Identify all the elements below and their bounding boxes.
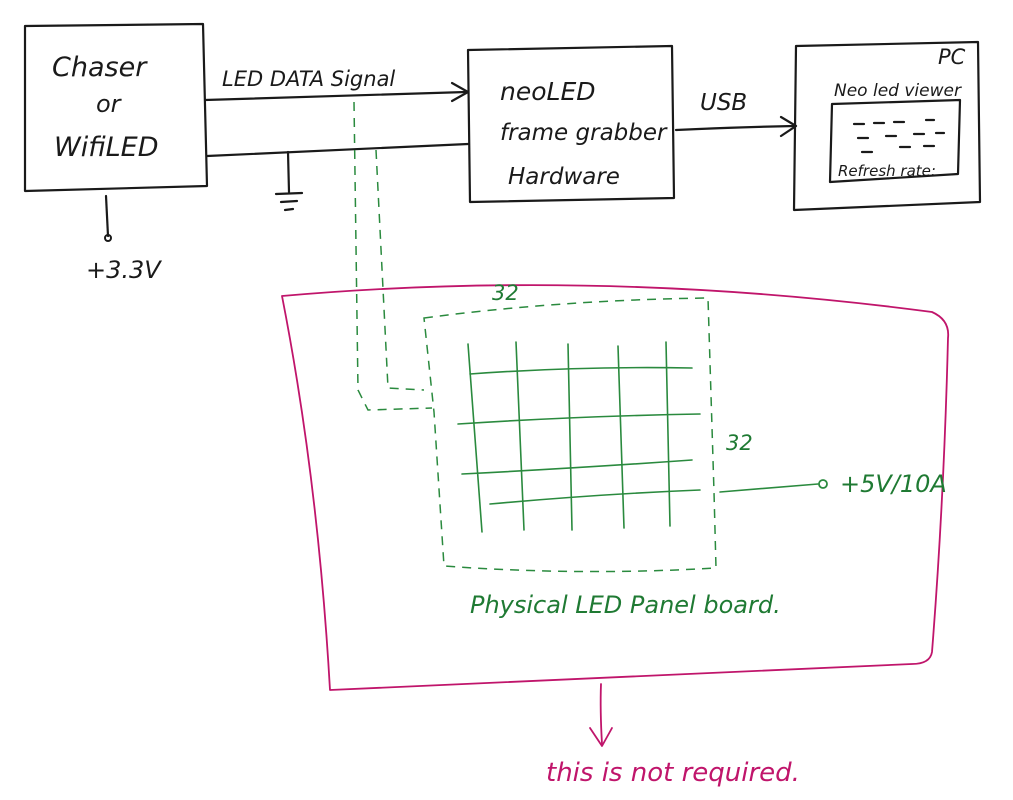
viewer-window <box>828 98 962 184</box>
led-data-connection: LED DATA Signal <box>203 67 470 212</box>
signal-route-inner <box>375 149 425 391</box>
panel-height-label: 32 <box>726 431 753 455</box>
neoled-block: neoLED frame grabber Hardware <box>466 44 676 204</box>
chaser-label: Chaser <box>52 52 148 83</box>
led-panel-outline <box>423 297 717 573</box>
supply-33-terminal <box>104 234 112 242</box>
chaser-box <box>23 22 209 193</box>
grid-row-2 <box>457 413 701 425</box>
grid-col-5 <box>665 341 671 527</box>
grid-col-1 <box>467 343 483 533</box>
usb-connection: USB <box>674 90 798 138</box>
wifiled-label: WifiLED <box>54 132 159 163</box>
optional-region: this is not required. <box>281 284 950 788</box>
ground-bar-3 <box>283 207 295 212</box>
hardware-label: Hardware <box>508 164 620 190</box>
ground-stem <box>286 150 291 194</box>
neoled-box <box>466 44 676 204</box>
grid-col-3 <box>567 343 573 531</box>
usb-wire <box>674 124 796 132</box>
chaser-block: Chaser or WifiLED +3.3V <box>23 22 209 284</box>
panel-width-label: 32 <box>492 281 519 305</box>
led-data-label: LED DATA Signal <box>222 67 395 91</box>
led-grid <box>457 341 701 533</box>
usb-label: USB <box>700 90 747 116</box>
supply-5-wire <box>719 483 819 493</box>
grid-col-2 <box>515 341 525 531</box>
note-arrow-line <box>599 683 603 745</box>
chaser-or-label: or <box>96 90 123 118</box>
signal-route <box>353 101 433 411</box>
led-data-wire <box>203 90 468 102</box>
viewer-title: Neo led viewer <box>834 81 962 101</box>
neoled-label: neoLED <box>500 77 596 106</box>
signal-route-outer <box>353 101 433 411</box>
ground-wire <box>205 142 470 158</box>
panel-caption: Physical LED Panel board. <box>470 591 781 619</box>
led-panel: 32 32 +5V/10A Physical LED Panel board. <box>423 281 947 619</box>
pc-block: PC Neo led viewer Refresh rate: <box>792 40 982 212</box>
supply-33-label: +3.3V <box>86 256 162 284</box>
viewer-led-dots <box>852 118 946 154</box>
supply-33-wire <box>104 194 110 238</box>
pc-box <box>792 40 982 212</box>
grid-row-1 <box>469 366 693 375</box>
optional-region-outline <box>281 284 950 691</box>
not-required-note: this is not required. <box>546 758 800 788</box>
pc-label: PC <box>938 45 966 69</box>
supply-5-terminal <box>818 479 828 489</box>
grid-row-4 <box>489 489 701 505</box>
ground-bar-1 <box>274 191 304 196</box>
supply-5-label: +5V/10A <box>840 470 947 498</box>
ground-bar-2 <box>279 199 299 204</box>
note-arrowhead <box>589 727 613 747</box>
refresh-rate-label: Refresh rate: <box>838 162 936 180</box>
frame-grabber-label: frame grabber <box>500 120 668 146</box>
grid-col-4 <box>617 345 625 529</box>
grid-row-3 <box>461 459 693 475</box>
